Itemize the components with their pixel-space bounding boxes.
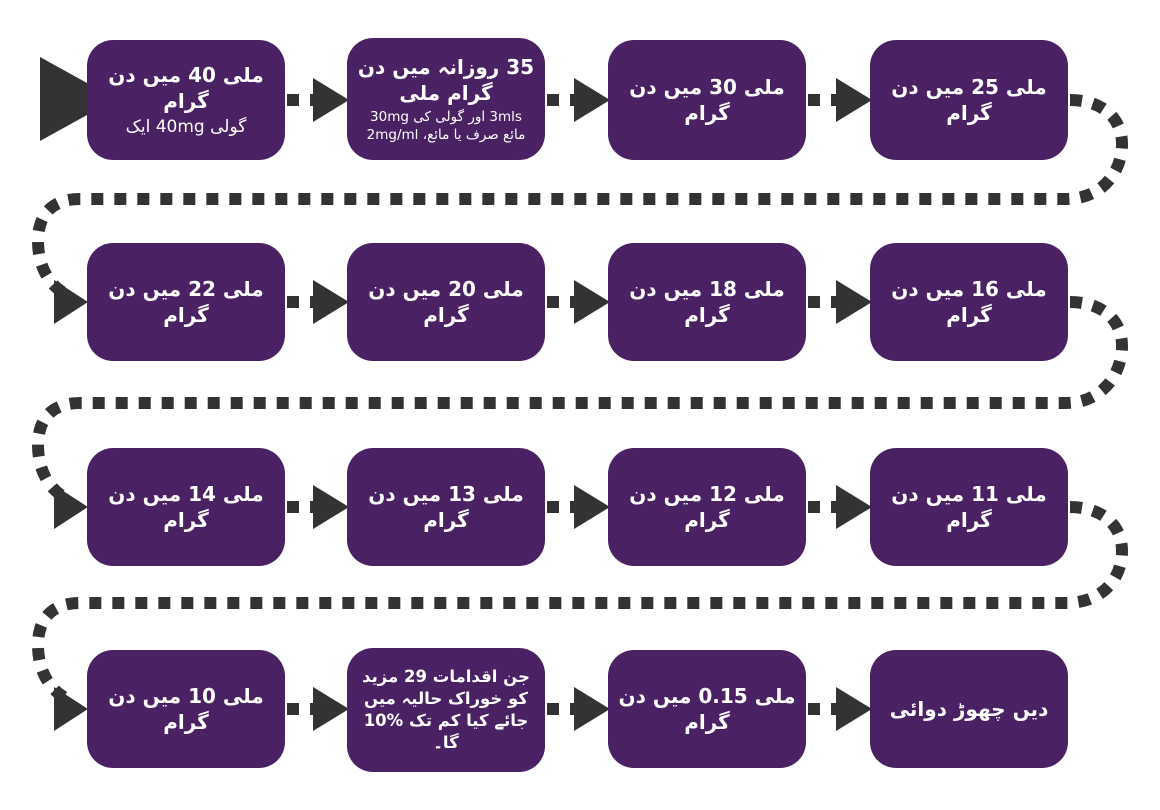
step-12mg: دن میں 12 ملی گرام [608,448,806,566]
step-14mg: دن میں 14 ملی گرام [87,448,285,566]
step-40mg: دن میں 40 ملی گرام ایک 40mg گولی [87,40,285,160]
step-title: دن میں 13 ملی گرام [368,481,524,532]
step-22mg: دن میں 22 ملی گرام [87,243,285,361]
step-subtitle: 30mg کی گولی اور 3mls 2mg/ml مائع، یا صر… [366,108,526,143]
step-title: دن میں 22 ملی گرام [108,276,264,327]
dotted-return-path [31,501,1129,706]
step-18mg: دن میں 18 ملی گرام [608,243,806,361]
step-title: دن میں 11 ملی گرام [891,481,1047,532]
step-0-15mg: دن میں 0.15 ملی گرام [608,650,806,768]
arrow-right-icon [574,485,610,529]
step-title: دوائی چھوڑ دیں [889,696,1049,721]
step-25mg: دن میں 25 ملی گرام [870,40,1068,160]
arrow-right-icon [313,687,349,731]
dotted-return-path [31,296,1129,506]
arrow-right-icon [54,485,88,529]
dotted-return-path [31,94,1129,302]
step-subtitle: ایک 40mg گولی [125,116,247,137]
step-title: دن میں 0.15 ملی گرام [618,683,796,734]
arrow-right-icon [574,687,610,731]
step-title: دن میں 10 ملی گرام [108,683,264,734]
arrow-right-icon [836,485,872,529]
step-title: دن میں 18 ملی گرام [629,276,785,327]
step-title: دن میں 25 ملی گرام [891,74,1047,125]
step-stop-medicine: دوائی چھوڑ دیں [870,650,1068,768]
step-29-more-reductions: مزید 29 اقدامات جن میں حالیہ خوراک کو 10… [347,648,545,772]
step-title: دن میں 14 ملی گرام [108,481,264,532]
step-30mg: دن میں 30 ملی گرام [608,40,806,160]
step-title: دن میں 20 ملی گرام [368,276,524,327]
step-title: دن میں 12 ملی گرام [629,481,785,532]
arrow-right-icon [836,78,872,122]
arrow-right-icon [836,280,872,324]
arrow-right-icon [574,78,610,122]
step-20mg: دن میں 20 ملی گرام [347,243,545,361]
arrow-right-icon [54,687,88,731]
step-13mg: دن میں 13 ملی گرام [347,448,545,566]
step-title: دن میں روزانہ 35 ملی گرام [357,55,535,106]
arrow-right-icon [574,280,610,324]
arrow-right-icon [54,280,88,324]
arrow-right-icon [313,280,349,324]
step-title: دن میں 30 ملی گرام [629,74,785,125]
arrow-right-icon [313,485,349,529]
step-10mg: دن میں 10 ملی گرام [87,650,285,768]
step-title: دن میں 16 ملی گرام [891,276,1047,327]
step-35mg: دن میں روزانہ 35 ملی گرام 30mg کی گولی ا… [347,38,545,160]
step-title: دن میں 40 ملی گرام [108,63,264,114]
start-arrow-icon [40,57,116,141]
step-16mg: دن میں 16 ملی گرام [870,243,1068,361]
arrow-right-icon [313,78,349,122]
step-11mg: دن میں 11 ملی گرام [870,448,1068,566]
arrow-right-icon [836,687,872,731]
step-title: مزید 29 اقدامات جن میں حالیہ خوراک کو 10… [362,666,530,753]
